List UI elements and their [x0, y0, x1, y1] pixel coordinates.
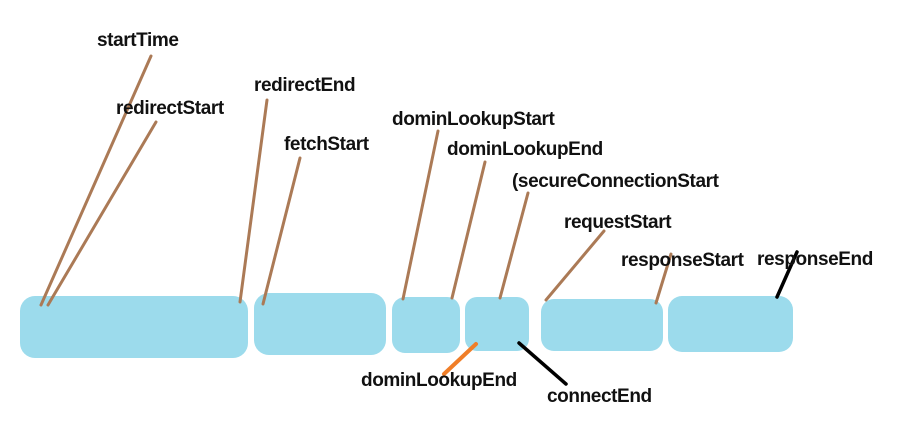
timeline-segment-6 — [668, 296, 793, 352]
connector-responseStart — [654, 252, 673, 305]
connector-fetchStart — [261, 156, 302, 306]
connector-connectEnd — [517, 341, 568, 386]
connector-dominLookupStart — [401, 129, 440, 301]
connector-secureConnectionStart — [498, 191, 530, 300]
label-connectEnd: connectEnd — [547, 386, 652, 407]
connector-dominLookupEnd-top — [450, 160, 487, 300]
timeline-segment-1 — [20, 296, 248, 358]
timeline-segment-5 — [541, 299, 663, 351]
label-dominLookupStart: dominLookupStart — [392, 109, 555, 130]
label-fetchStart: fetchStart — [284, 134, 369, 155]
connector-requestStart — [544, 229, 606, 302]
timeline-segment-2 — [254, 293, 386, 355]
label-responseStart: responseStart — [621, 250, 744, 271]
label-responseEnd: responseEnd — [757, 249, 873, 270]
label-secureConnectionStart: (secureConnectionStart — [512, 171, 719, 192]
label-dominLookupEnd-bottom: dominLookupEnd — [361, 370, 517, 391]
connector-dominLookupEnd-bottom — [442, 342, 478, 376]
label-redirectStart: redirectStart — [116, 98, 224, 119]
connector-startTime — [39, 54, 153, 307]
connector-responseEnd — [775, 250, 799, 299]
connector-redirectStart — [46, 120, 158, 307]
timeline-segment-3 — [392, 297, 460, 353]
label-startTime: startTime — [97, 30, 179, 51]
timeline-segment-4 — [465, 297, 529, 351]
label-requestStart: requestStart — [564, 212, 672, 233]
connector-redirectEnd — [238, 98, 269, 304]
label-dominLookupEnd-top: dominLookupEnd — [447, 139, 603, 160]
label-redirectEnd: redirectEnd — [254, 75, 356, 96]
